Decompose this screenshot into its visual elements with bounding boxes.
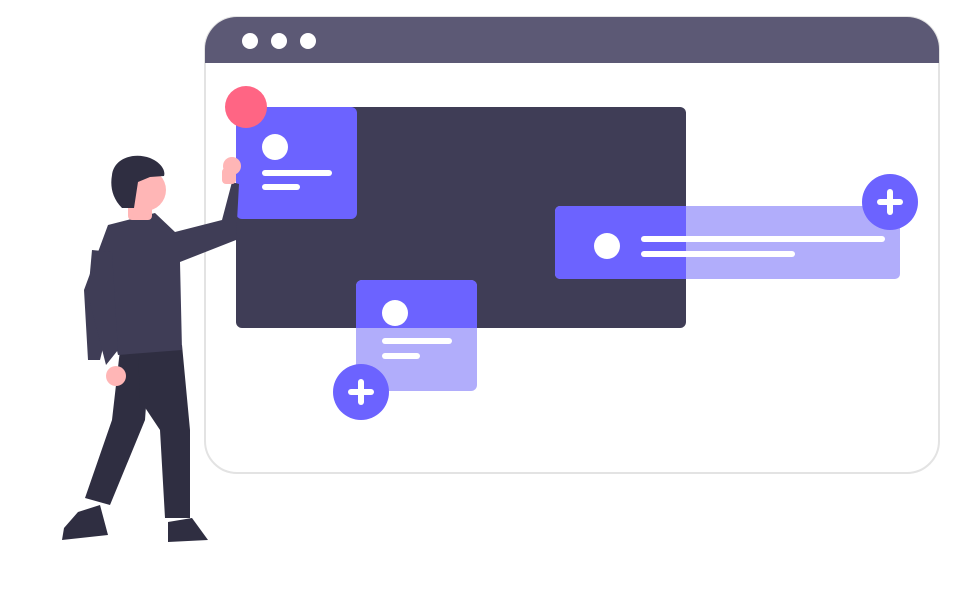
notification-dot: [225, 86, 267, 128]
avatar-icon: [594, 233, 620, 259]
card-wide[interactable]: [555, 206, 900, 279]
window-dot-icon[interactable]: [271, 33, 287, 49]
person-leg-back: [85, 350, 150, 505]
person-shoe-front: [168, 518, 208, 542]
card-line: [262, 184, 300, 190]
card-background: [236, 107, 357, 219]
add-button-right[interactable]: [862, 174, 918, 230]
card-line: [262, 170, 332, 176]
person-shoe-back: [62, 505, 108, 540]
person-hand-left: [106, 366, 126, 386]
card-line: [382, 353, 420, 359]
person-arm-left: [88, 250, 118, 365]
person-wrist-right: [222, 168, 236, 184]
person-hair: [111, 155, 165, 208]
card-line: [641, 236, 885, 242]
person-shirt: [84, 182, 239, 360]
card-line: [382, 338, 452, 344]
card-bottom[interactable]: [356, 280, 477, 391]
avatar-icon: [382, 300, 408, 326]
card-top-left[interactable]: [236, 107, 357, 219]
add-button-bottom[interactable]: [333, 364, 389, 420]
avatar-icon: [262, 134, 288, 160]
person-leg-front: [138, 345, 190, 518]
plus-icon: [887, 189, 893, 215]
person-figure: [62, 155, 241, 542]
card-line: [641, 251, 795, 257]
window-dot-icon[interactable]: [242, 33, 258, 49]
browser-titlebar: [205, 17, 939, 63]
window-dot-icon[interactable]: [300, 33, 316, 49]
card-overlap: [356, 280, 477, 328]
plus-icon: [358, 379, 364, 405]
